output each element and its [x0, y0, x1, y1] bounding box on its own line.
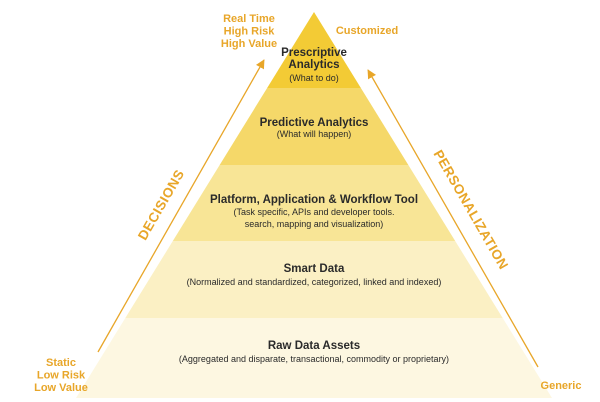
bottom-left-label-line: Low Value	[34, 382, 88, 394]
pyramid-tier-5	[76, 318, 552, 398]
personalization-arrow	[367, 69, 539, 368]
tier-5-subtitle: (Aggregated and disparate, transactional…	[179, 354, 449, 364]
pyramid-tier-2	[219, 88, 409, 165]
pyramid-tier-3	[172, 165, 456, 241]
pyramid-tier-1	[267, 12, 361, 88]
tier-3-subtitle: (Task specific, APIs and developer tools…	[233, 207, 394, 217]
tier-4-title: Smart Data	[284, 263, 345, 275]
tier-3-subtitle: search, mapping and visualization)	[245, 219, 384, 229]
bottom-left-label-line: Low Risk	[37, 370, 86, 382]
tier-1-title: Analytics	[288, 59, 339, 71]
tier-2-title: Predictive Analytics	[260, 117, 369, 129]
pyramid-tier-4	[125, 241, 503, 318]
decisions-arrow	[97, 59, 265, 353]
tier-1-title: Prescriptive	[281, 47, 347, 59]
tier-1-subtitle: (What to do)	[289, 73, 339, 83]
tier-4-subtitle: (Normalized and standardized, categorize…	[187, 277, 442, 287]
bottom-left-label-line: Static	[46, 357, 76, 369]
pyramid-layers	[76, 12, 552, 398]
top-left-label-line: High Risk	[224, 26, 276, 38]
top-left-label-line: Real Time	[223, 13, 275, 25]
tier-2-subtitle: (What will happen)	[277, 129, 352, 139]
top-right-label: Customized	[336, 25, 398, 37]
top-left-label-line: High Value	[221, 38, 277, 50]
bottom-right-label: Generic	[541, 380, 582, 392]
tier-3-title: Platform, Application & Workflow Tool	[210, 194, 418, 206]
tier-5-title: Raw Data Assets	[268, 340, 360, 352]
